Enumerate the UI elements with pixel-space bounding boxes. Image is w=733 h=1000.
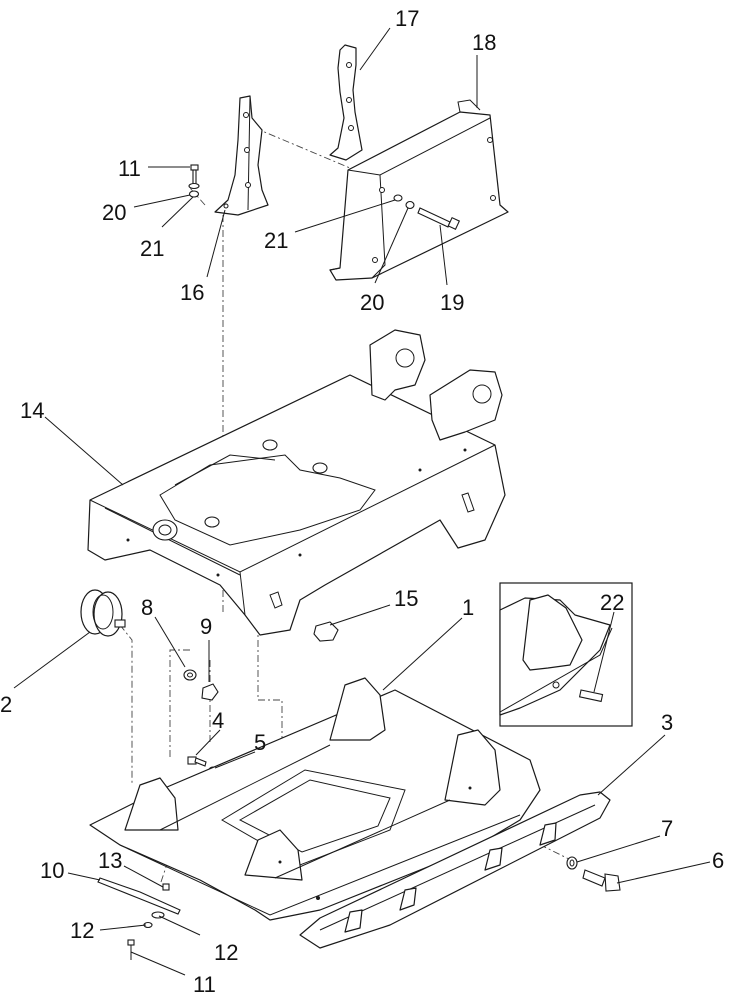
hardware-6-7 [566, 856, 621, 892]
hardware-bottom-left [97, 877, 181, 960]
callout-9: 9 [200, 614, 212, 639]
part-1-base-plate [89, 677, 541, 921]
callout-12-right: 12 [214, 940, 238, 965]
callout-20-left: 20 [102, 200, 126, 225]
callout-21-right: 21 [264, 228, 288, 253]
leader-lines [13, 27, 711, 976]
callout-4: 4 [212, 708, 224, 733]
callout-11-top: 11 [118, 156, 141, 181]
hardware-8-9 [183, 669, 219, 701]
callout-16: 16 [180, 280, 204, 305]
part-17-bracket [329, 44, 363, 161]
callout-14: 14 [20, 398, 44, 423]
callout-labels: 1 2 3 4 5 6 7 8 9 10 11 11 12 12 13 14 1… [0, 6, 724, 997]
inset-detail-22 [499, 582, 633, 727]
callout-20-right: 20 [360, 290, 384, 315]
callout-10: 10 [40, 858, 64, 883]
part-3-side-rail [299, 791, 611, 949]
callout-11-bottom: 11 [193, 972, 216, 997]
part-16-bracket [214, 95, 269, 216]
callout-12-left: 12 [70, 918, 94, 943]
callout-22: 22 [600, 590, 624, 615]
callout-18: 18 [472, 30, 496, 55]
part-18-control-box [329, 99, 509, 281]
hardware-top-right [393, 194, 461, 230]
callout-1: 1 [462, 595, 474, 620]
callout-3: 3 [661, 710, 673, 735]
callout-8: 8 [141, 595, 153, 620]
callout-21-left: 21 [140, 236, 164, 261]
callout-13: 13 [98, 848, 122, 873]
part-15-nut [313, 621, 339, 642]
callout-15: 15 [394, 586, 418, 611]
callout-6: 6 [712, 848, 724, 873]
hardware-top-left [188, 164, 200, 198]
callout-19: 19 [440, 290, 464, 315]
part-14-frame [87, 329, 506, 636]
callout-7: 7 [661, 816, 673, 841]
callout-17: 17 [395, 6, 419, 31]
part-2-pulley [80, 589, 126, 637]
callout-2: 2 [0, 692, 12, 717]
callout-5: 5 [254, 730, 266, 755]
